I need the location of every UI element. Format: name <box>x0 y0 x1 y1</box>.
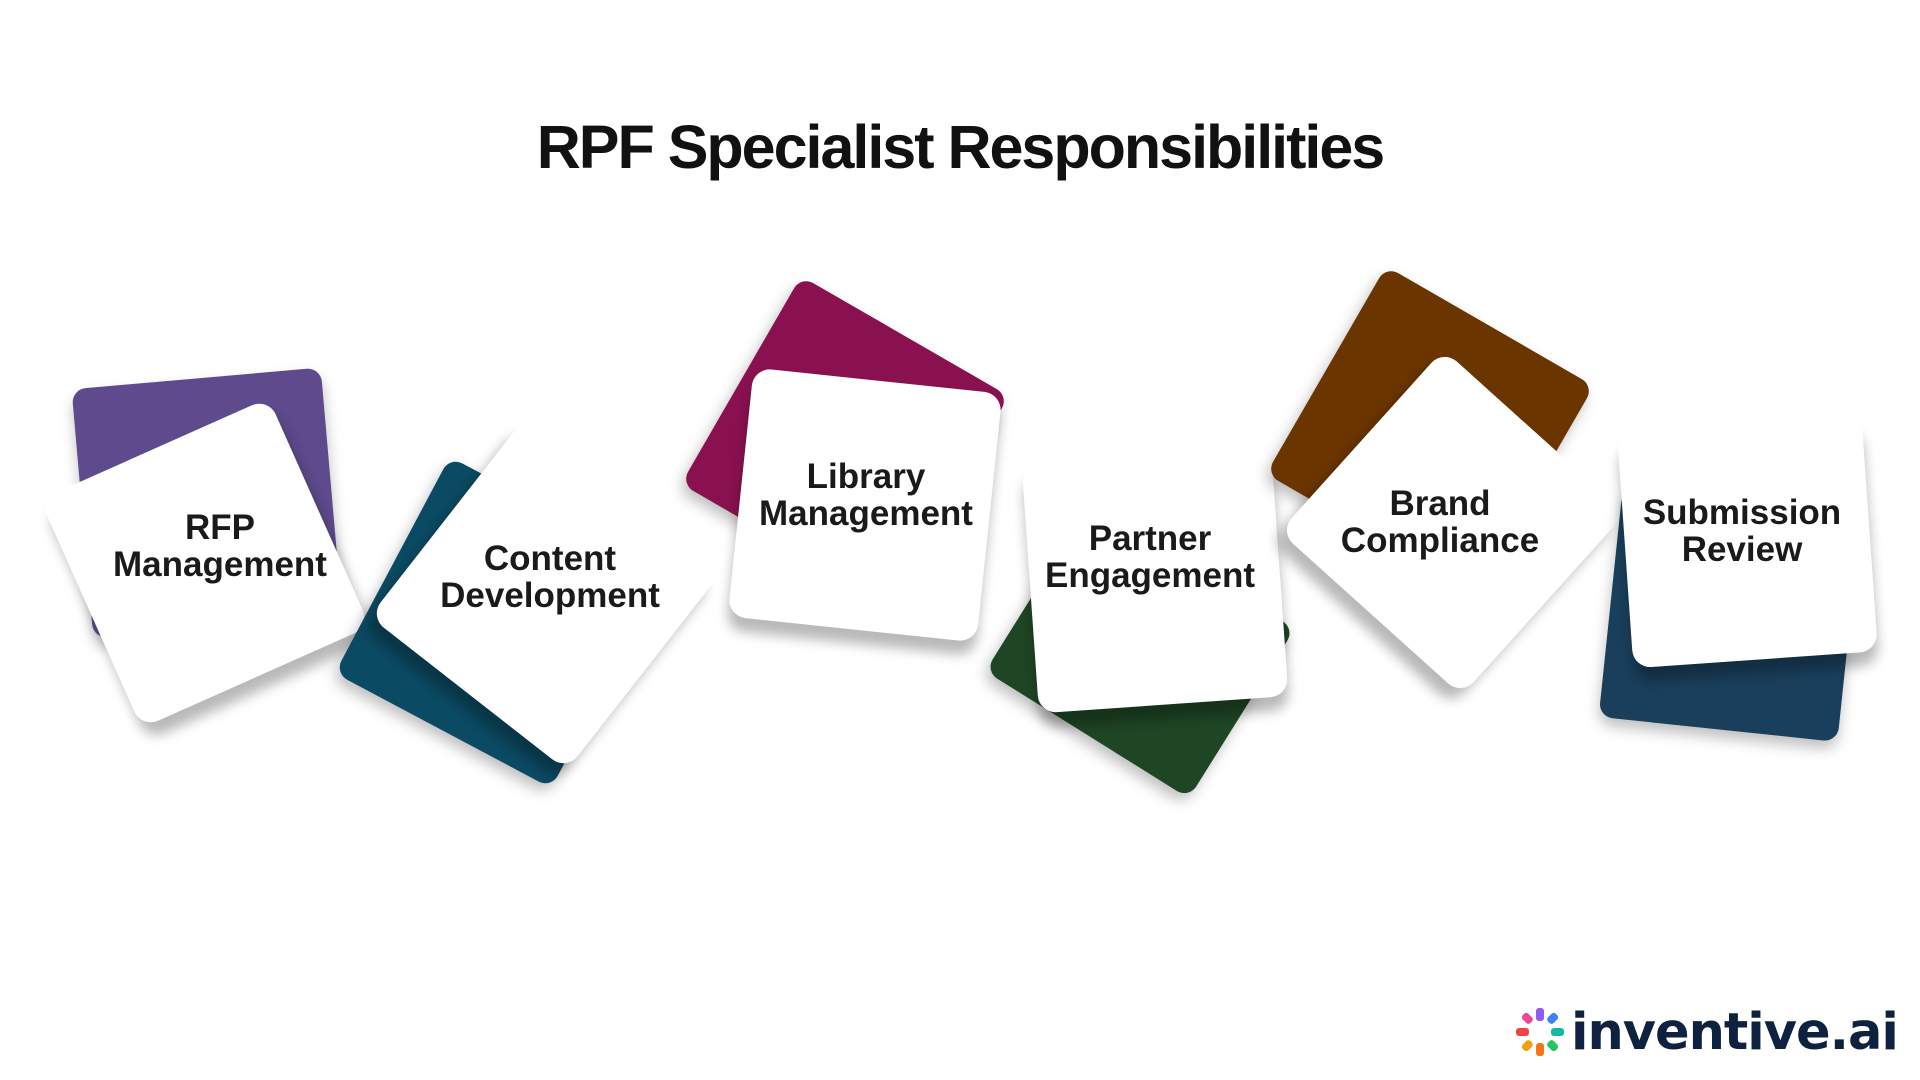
page-title: RPF Specialist Responsibilities <box>536 113 1385 181</box>
card-1-line2: Management <box>113 545 327 584</box>
card-6-label: Submission Review <box>1617 494 1867 568</box>
card-3-label: Library Management <box>741 458 991 532</box>
card-6-line1: Submission <box>1642 493 1842 532</box>
inventive-ai-logo-mark <box>1516 1008 1564 1056</box>
card-4-line2: Engagement <box>1044 556 1256 595</box>
card-3-line1: Library <box>806 457 926 496</box>
logo-text: inventive.ai <box>1571 1002 1899 1062</box>
card-2-line1: Content <box>483 539 617 578</box>
card-6-line2: Review <box>1681 530 1803 569</box>
card-5-line2: Compliance <box>1340 521 1540 560</box>
card-4-line1: Partner <box>1088 519 1212 558</box>
card-1-label: RFP Management <box>95 509 345 583</box>
card-5-label: Brand Compliance <box>1315 485 1565 559</box>
card-1-line1: RFP <box>185 508 255 547</box>
card-4-label: Partner Engagement <box>1025 520 1275 594</box>
card-3-line2: Management <box>759 494 973 533</box>
card-2-label: Content Development <box>425 540 675 614</box>
card-5-line1: Brand <box>1389 484 1491 523</box>
brand-logo: inventive.ai <box>1515 1002 1899 1062</box>
card-2-line2: Development <box>440 576 660 615</box>
